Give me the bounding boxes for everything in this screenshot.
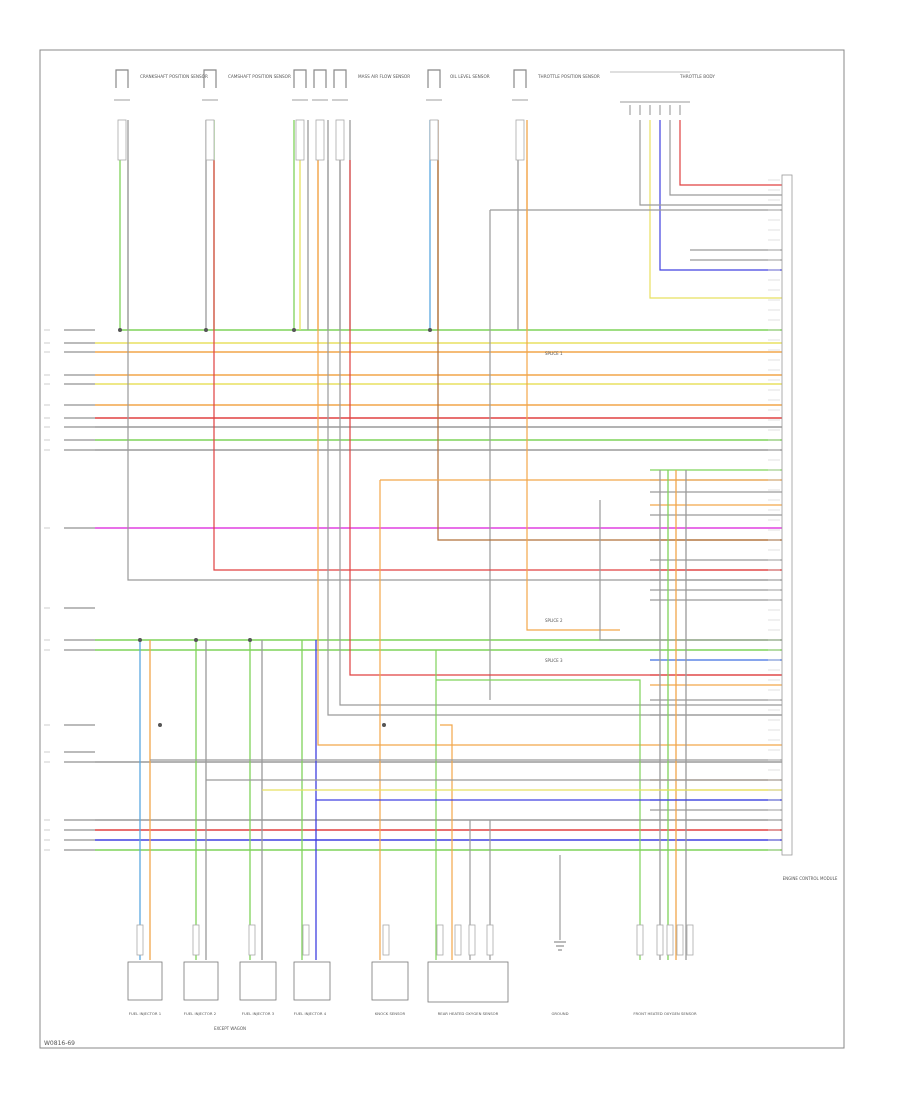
splice-label: SPLICE 2 (545, 618, 563, 623)
sensor-symbol (293, 69, 307, 88)
wire (213, 160, 782, 571)
bottom-component-box (127, 961, 163, 1001)
bottom-component-label: FUEL INJECTOR 3 (242, 1011, 275, 1016)
connector-block (676, 924, 684, 956)
splice-dot (248, 638, 252, 642)
bottom-component-box (371, 961, 409, 1001)
ecm-connector (781, 174, 793, 856)
connector-block (656, 924, 664, 956)
wire (440, 724, 453, 960)
top-component-label: OIL LEVEL SENSOR (450, 74, 490, 79)
splice-label: SPLICE 3 (545, 658, 563, 663)
connector-block (454, 924, 462, 956)
connector-block (382, 924, 390, 956)
splice-dot (194, 638, 198, 642)
connector-block (636, 924, 644, 956)
sensor-symbol (203, 69, 217, 88)
wire (127, 160, 782, 581)
diagram-border (39, 49, 845, 1049)
bottom-component-label: REAR HEATED OXYGEN SENSOR (438, 1011, 499, 1016)
connector-block (295, 119, 305, 161)
splice-dot (118, 328, 122, 332)
sensor-symbol (313, 69, 327, 88)
connector-block (205, 119, 215, 161)
ecm-label: ENGINE CONTROL MODULE (783, 876, 838, 881)
group-note: EXCEPT WAGON (214, 1026, 246, 1031)
wire (639, 120, 782, 206)
bottom-component-box (293, 961, 331, 1001)
top-component-label: THROTTLE BODY (679, 74, 715, 79)
top-component-label: CRANKSHAFT POSITION SENSOR (140, 74, 208, 79)
bottom-component-box (239, 961, 277, 1001)
wire (659, 120, 782, 271)
connector-block (136, 924, 144, 956)
bottom-component-label: FUEL INJECTOR 2 (184, 1011, 217, 1016)
wire (669, 120, 782, 196)
wire (649, 120, 782, 299)
bottom-component-box (427, 961, 509, 1003)
wires (95, 120, 782, 960)
wire (437, 160, 782, 541)
splice-dot (138, 638, 142, 642)
connector-block (515, 119, 525, 161)
wire (599, 500, 782, 641)
connector-block (666, 924, 674, 956)
connector-block (468, 924, 476, 956)
splice-dot (292, 328, 296, 332)
sensor-symbol (115, 69, 129, 88)
bottom-component-label: FUEL INJECTOR 4 (294, 1011, 327, 1016)
top-component-label: THROTTLE POSITION SENSOR (537, 74, 600, 79)
connector-block (248, 924, 256, 956)
connector-block (429, 119, 439, 161)
splice-label: SPLICE 1 (545, 351, 563, 356)
sensor-symbol (427, 69, 441, 88)
splice-dot (158, 723, 162, 727)
components: CRANKSHAFT POSITION SENSOR CAMSHAFT POSIT… (44, 69, 838, 1031)
connector-block (315, 119, 325, 161)
connector-block (192, 924, 200, 956)
connector-block (486, 924, 494, 956)
wire (317, 160, 782, 746)
sensor-symbol (333, 69, 347, 88)
connector-block (117, 119, 127, 161)
wire (526, 160, 620, 631)
connector-block (335, 119, 345, 161)
wire (339, 160, 782, 706)
bottom-component-label: KNOCK SENSOR (375, 1011, 406, 1016)
top-component-label: CAMSHAFT POSITION SENSOR (228, 74, 291, 79)
connector-block (686, 924, 694, 956)
wire (349, 160, 782, 676)
bottom-component-box (183, 961, 219, 1001)
wire (436, 679, 641, 960)
top-component-label: MASS AIR FLOW SENSOR (358, 74, 410, 79)
sensor-symbol (513, 69, 527, 88)
bottom-component-label: FRONT HEATED OXYGEN SENSOR (633, 1011, 697, 1016)
splice-dot (204, 328, 208, 332)
connector-block (436, 924, 444, 956)
bottom-component-label: FUEL INJECTOR 1 (129, 1011, 162, 1016)
wire (327, 160, 782, 716)
splice-dot (428, 328, 432, 332)
footer-code: W0816-69 (44, 1040, 75, 1047)
wire (679, 120, 782, 186)
connector-block (302, 924, 310, 956)
splice-dot (382, 723, 386, 727)
bottom-component-label: GROUND (551, 1011, 568, 1016)
